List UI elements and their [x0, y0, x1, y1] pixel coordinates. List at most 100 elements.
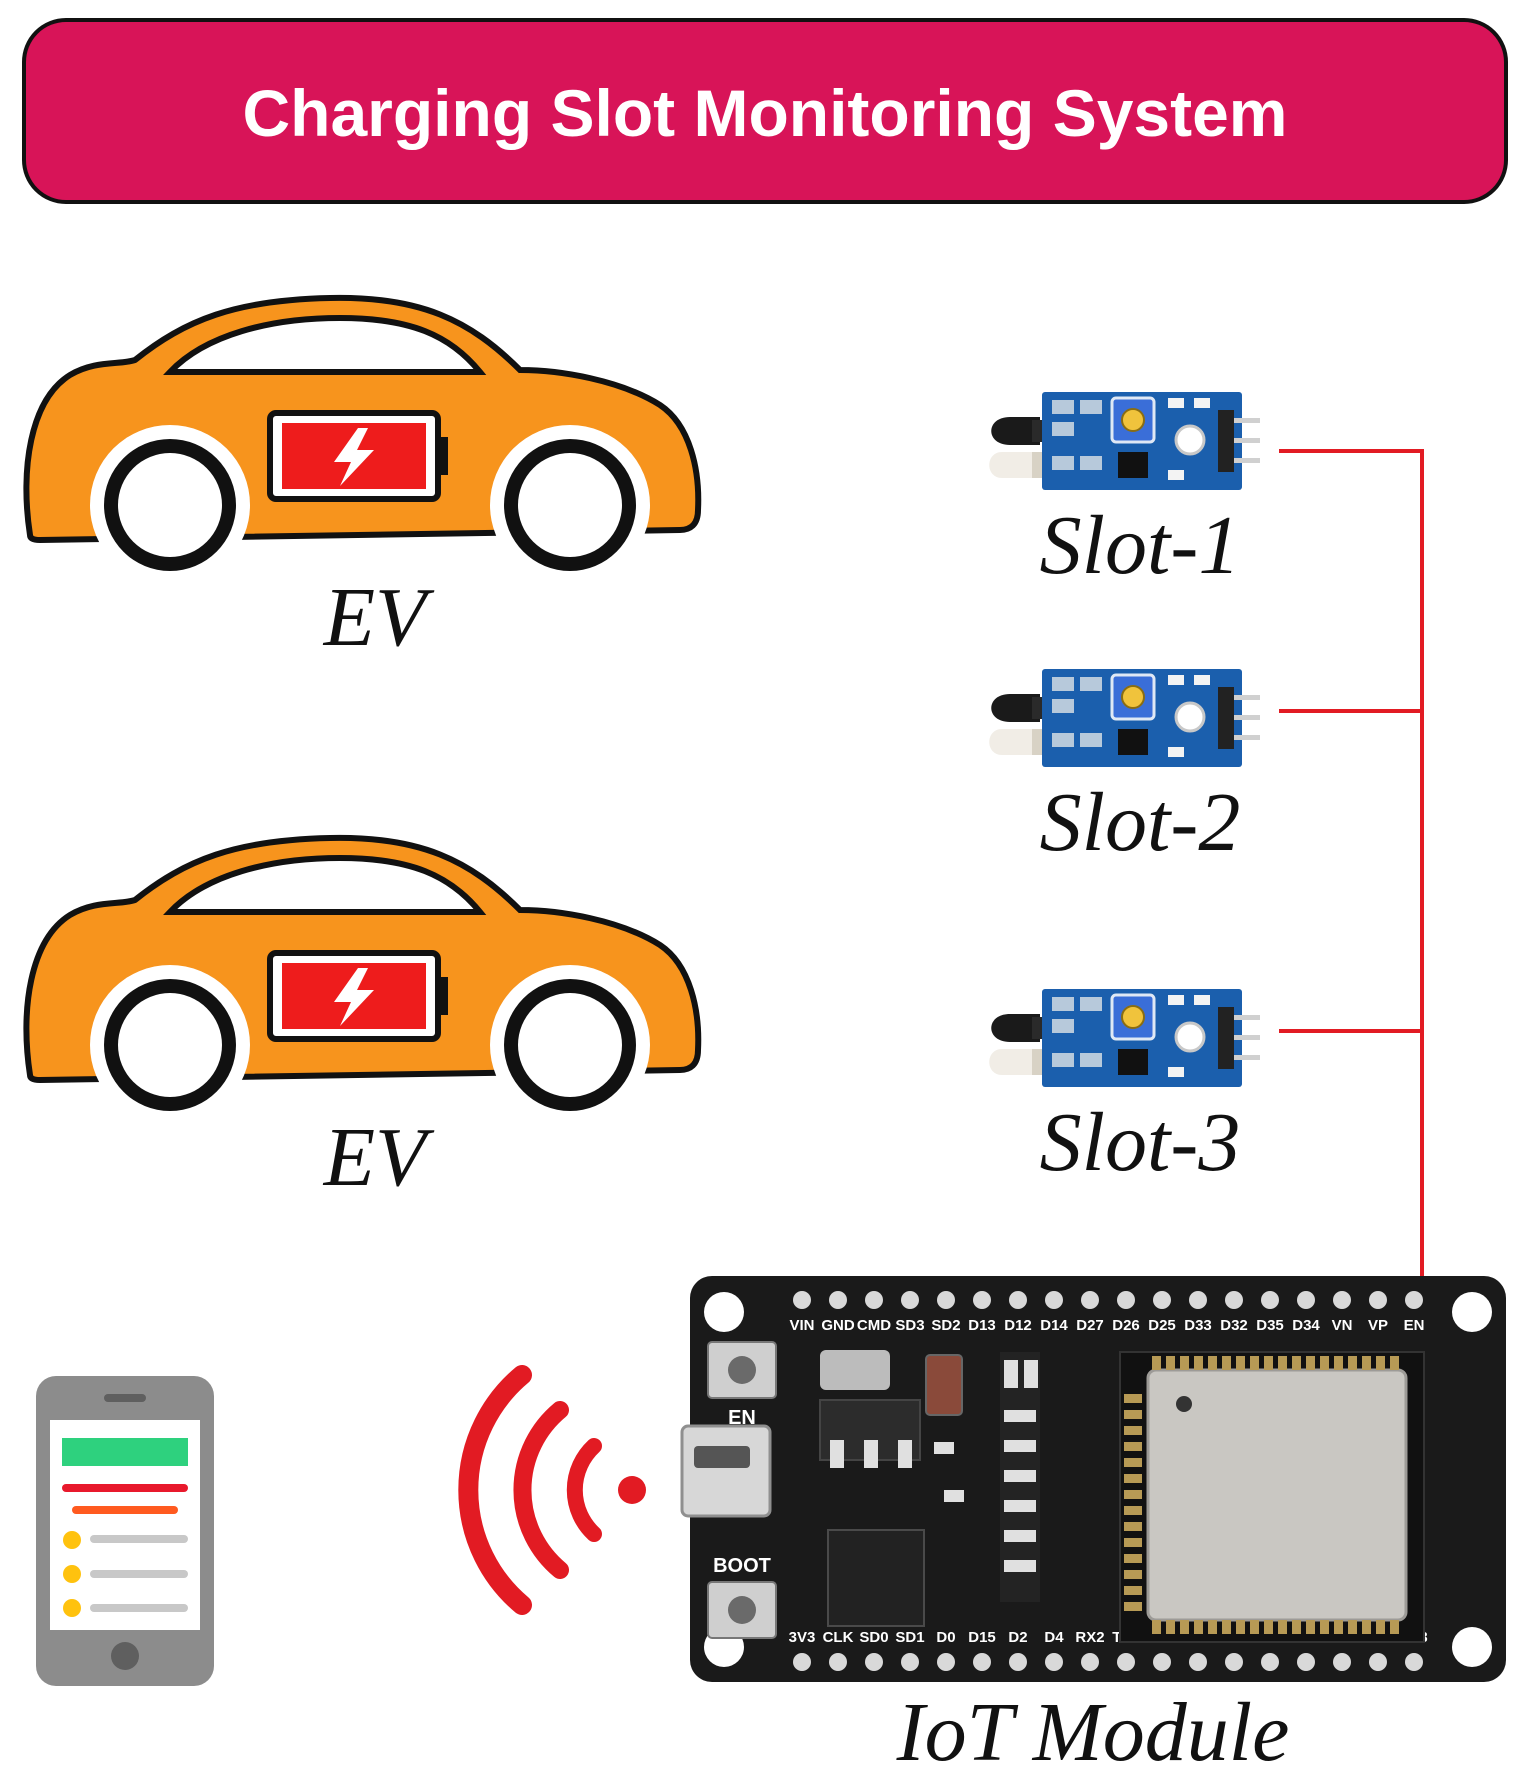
pin-label: D14 [1040, 1317, 1068, 1334]
page-title: Charging Slot Monitoring System [242, 76, 1287, 150]
pin-hole [1189, 1291, 1207, 1309]
module-pin [1222, 1620, 1231, 1634]
pin-hole [1225, 1653, 1243, 1671]
pin-hole [1153, 1653, 1171, 1671]
module-pin [1264, 1620, 1273, 1634]
module-pin [1390, 1620, 1399, 1634]
module-pin [1390, 1356, 1399, 1370]
pin-hole [1333, 1291, 1351, 1309]
ev-label: EV [323, 1111, 435, 1204]
pin-hole [1369, 1653, 1387, 1671]
pin-label: CMD [857, 1317, 891, 1334]
pin-hole [1045, 1291, 1063, 1309]
module-pin [1124, 1426, 1142, 1435]
pin-hole [1261, 1653, 1279, 1671]
sensor-wiring [1279, 449, 1424, 1276]
pin-label: D0 [936, 1629, 955, 1646]
pin-label: VIN [789, 1317, 814, 1334]
pin-label: D25 [1148, 1317, 1176, 1334]
module-pin [1236, 1356, 1245, 1370]
module-pin [1306, 1356, 1315, 1370]
ir-sensor-icon [987, 667, 1262, 769]
module-pin [1124, 1474, 1142, 1483]
module-pin [1250, 1356, 1259, 1370]
pin-label: D12 [1004, 1317, 1032, 1334]
pin-hole [1297, 1291, 1315, 1309]
pin-hole [1405, 1291, 1423, 1309]
pin-label: GND [821, 1317, 855, 1334]
pin-hole [793, 1291, 811, 1309]
module-pin [1180, 1356, 1189, 1370]
module-pin [1292, 1620, 1301, 1634]
en-button: EN [707, 1341, 777, 1429]
module-pin [1264, 1356, 1273, 1370]
pin-hole [1405, 1653, 1423, 1671]
iot-module-label: IoT Module [896, 1686, 1290, 1773]
pin-label: D4 [1044, 1629, 1064, 1646]
slot-label: Slot-3 [1040, 1096, 1241, 1189]
pin-hole [1045, 1653, 1063, 1671]
pin-label: CLK [823, 1629, 854, 1646]
pin-hole [793, 1653, 811, 1671]
pin-label: D35 [1256, 1317, 1284, 1334]
pin-label: D33 [1184, 1317, 1212, 1334]
car-icon [26, 298, 698, 585]
module-pin [1194, 1620, 1203, 1634]
module-pin [1124, 1522, 1142, 1531]
module-pin [1306, 1620, 1315, 1634]
pin-hole [937, 1291, 955, 1309]
module-pin [1124, 1602, 1142, 1611]
module-pin [1124, 1554, 1142, 1563]
module-pin [1166, 1356, 1175, 1370]
pin-hole [1261, 1291, 1279, 1309]
module-pin [1124, 1490, 1142, 1499]
smartphone-app-icon [36, 1376, 214, 1686]
pin-label: D2 [1008, 1629, 1027, 1646]
car-icon [26, 838, 698, 1125]
bottom-pin-header [793, 1653, 1423, 1671]
pin-hole [1225, 1291, 1243, 1309]
boot-button: BOOT [707, 1555, 777, 1639]
pin-label: D26 [1112, 1317, 1140, 1334]
pin-label: SD2 [931, 1317, 960, 1334]
pin-hole [865, 1291, 883, 1309]
module-castellated-pins [1124, 1356, 1399, 1634]
module-pin [1124, 1394, 1142, 1403]
pin-label: D27 [1076, 1317, 1104, 1334]
esp32-chip-shield [1146, 1368, 1408, 1622]
ev-car-1: EV [26, 298, 698, 664]
pin-label: SD0 [859, 1629, 888, 1646]
module-pin [1362, 1620, 1371, 1634]
pin-label: SD3 [895, 1317, 924, 1334]
pin-hole [973, 1291, 991, 1309]
pin-hole [829, 1653, 847, 1671]
pin-hole [1117, 1291, 1135, 1309]
pin-hole [1081, 1291, 1099, 1309]
ir-sensor-slot-1: Slot-1 [987, 390, 1262, 592]
top-pin-header [793, 1291, 1423, 1309]
module-pin [1124, 1506, 1142, 1515]
pin-hole [901, 1291, 919, 1309]
module-pin [1124, 1538, 1142, 1547]
pin-hole [1081, 1653, 1099, 1671]
module-pin [1152, 1356, 1161, 1370]
ir-sensor-icon [987, 390, 1262, 492]
pin-hole [937, 1653, 955, 1671]
pin-hole [1369, 1291, 1387, 1309]
slot-label: Slot-1 [1040, 499, 1241, 592]
pin-hole [829, 1291, 847, 1309]
pin-hole [973, 1653, 991, 1671]
module-pin [1376, 1620, 1385, 1634]
module-pin [1124, 1410, 1142, 1419]
boot-button-label: BOOT [713, 1555, 771, 1577]
module-pin [1376, 1356, 1385, 1370]
slot-label: Slot-2 [1040, 776, 1241, 869]
module-pin [1334, 1356, 1343, 1370]
module-pin [1320, 1356, 1329, 1370]
module-pin [1124, 1442, 1142, 1451]
micro-usb-port [680, 1424, 772, 1518]
pin-hole [1333, 1653, 1351, 1671]
module-pin [1348, 1620, 1357, 1634]
